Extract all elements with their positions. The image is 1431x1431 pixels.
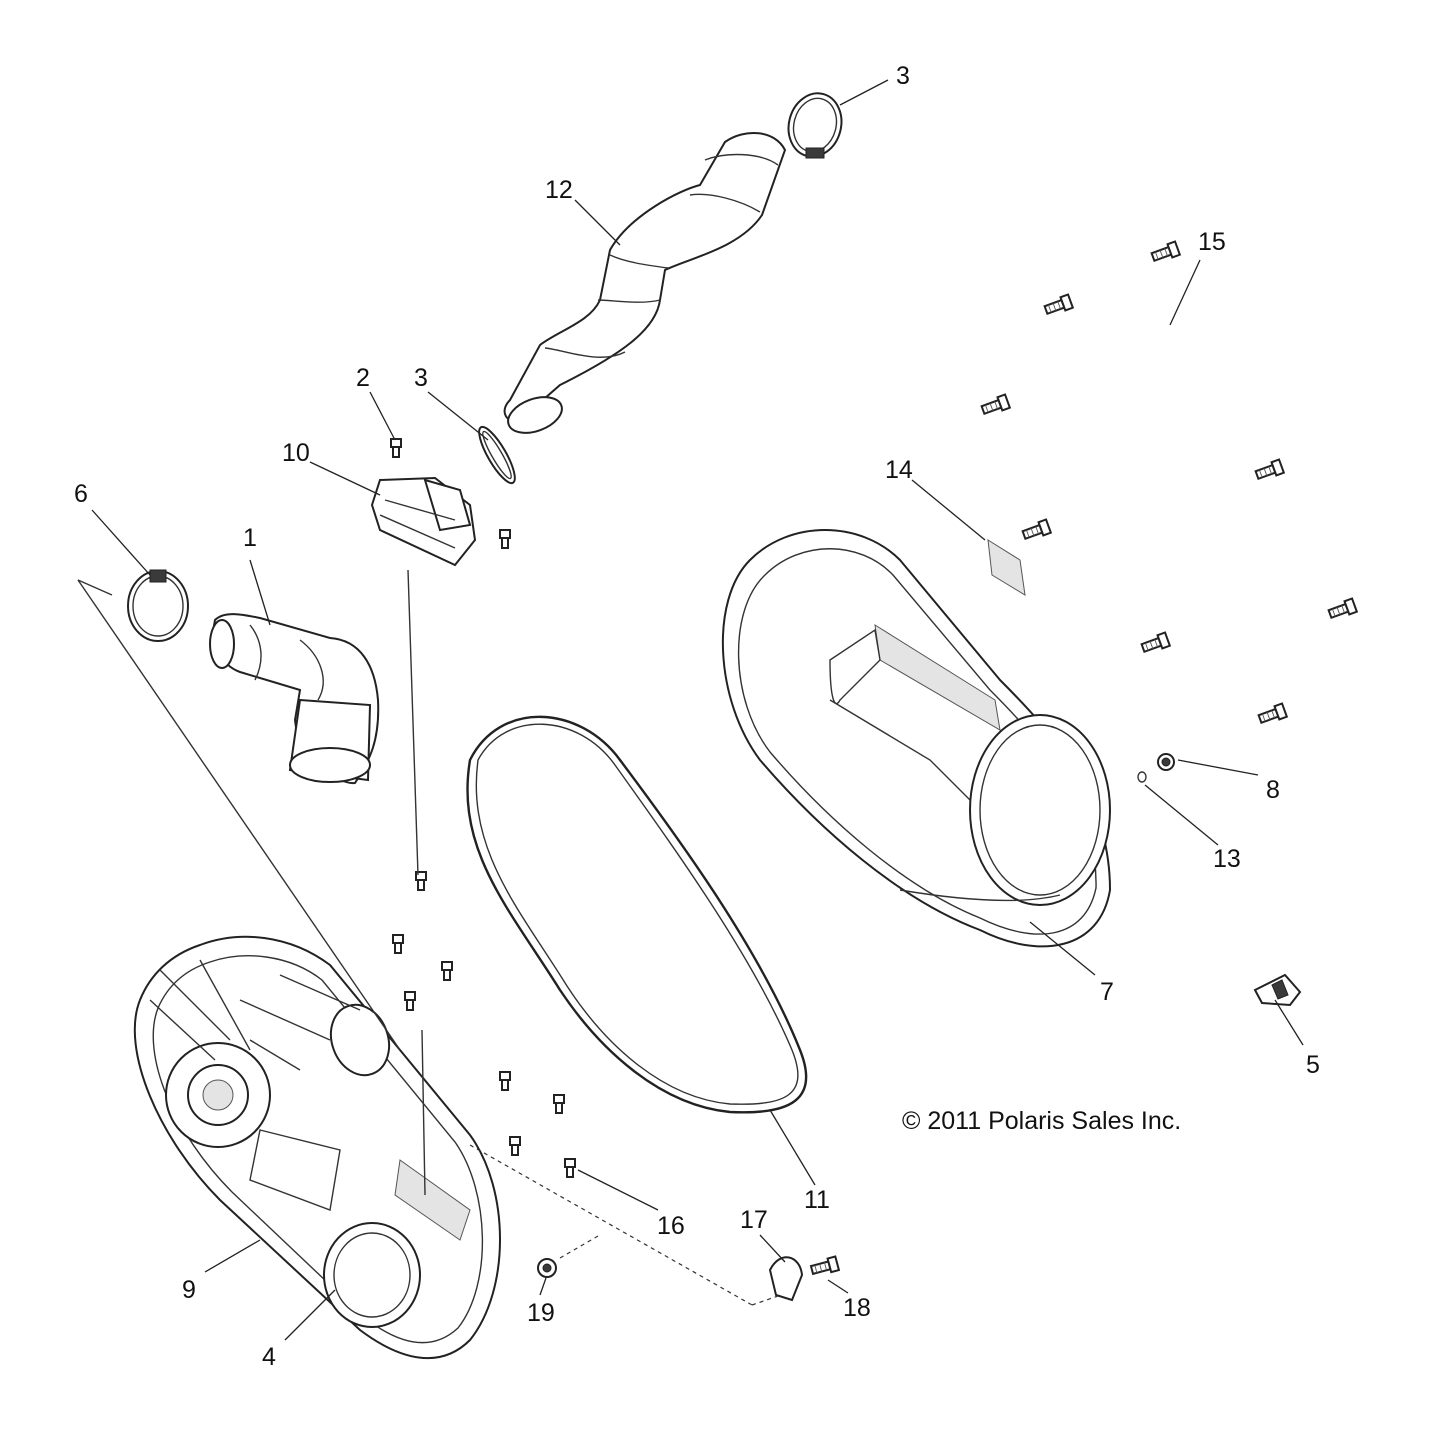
bolts-15 <box>979 240 1358 727</box>
callout-7: 7 <box>1100 978 1114 1006</box>
decal-14 <box>987 539 1026 596</box>
clamp-17 <box>768 1256 804 1302</box>
callout-19: 19 <box>527 1299 555 1327</box>
callout-12: 12 <box>545 176 573 204</box>
callout-2: 2 <box>356 364 370 392</box>
copyright-notice: © 2011 Polaris Sales Inc. <box>902 1107 1182 1135</box>
callout-9: 9 <box>182 1276 196 1304</box>
callout-3-top: 3 <box>896 62 910 90</box>
dashed-alignment-lines <box>469 1144 779 1306</box>
inner-clutch-cover-7 <box>721 529 1112 948</box>
callout-13: 13 <box>1213 845 1241 873</box>
leader-lines <box>77 79 1304 1341</box>
outer-clutch-cover-9 <box>133 935 501 1360</box>
clip-5 <box>1253 973 1302 1007</box>
o-ring-13 <box>1137 771 1147 783</box>
callout-14: 14 <box>885 456 913 484</box>
callout-15: 15 <box>1198 228 1226 256</box>
intake-duct-1 <box>209 613 380 785</box>
intake-duct-12 <box>503 131 787 434</box>
callout-5: 5 <box>1306 1051 1320 1079</box>
adapter-10 <box>370 476 511 567</box>
nut-8 <box>1157 753 1175 771</box>
callout-1: 1 <box>243 524 257 552</box>
callout-18: 18 <box>843 1294 871 1322</box>
hose-clamp-6 <box>127 569 189 642</box>
callout-16: 16 <box>657 1212 685 1240</box>
nut-19 <box>537 1258 557 1278</box>
hose-clamp-3-top <box>787 92 843 159</box>
callout-17: 17 <box>740 1206 768 1234</box>
callout-3-lower: 3 <box>414 364 428 392</box>
screw-2 <box>390 438 402 458</box>
callout-10: 10 <box>282 439 310 467</box>
callout-8: 8 <box>1266 776 1280 804</box>
callout-4: 4 <box>262 1343 276 1371</box>
bolt-18 <box>809 1255 840 1278</box>
callout-6: 6 <box>74 480 88 508</box>
hose-clamp-3-lower <box>478 425 516 485</box>
callout-labels: 3 12 15 2 3 10 14 6 1 8 13 7 5 11 16 17 … <box>74 62 1320 1371</box>
callout-11: 11 <box>804 1186 830 1214</box>
drive-belt-11 <box>466 715 808 1114</box>
